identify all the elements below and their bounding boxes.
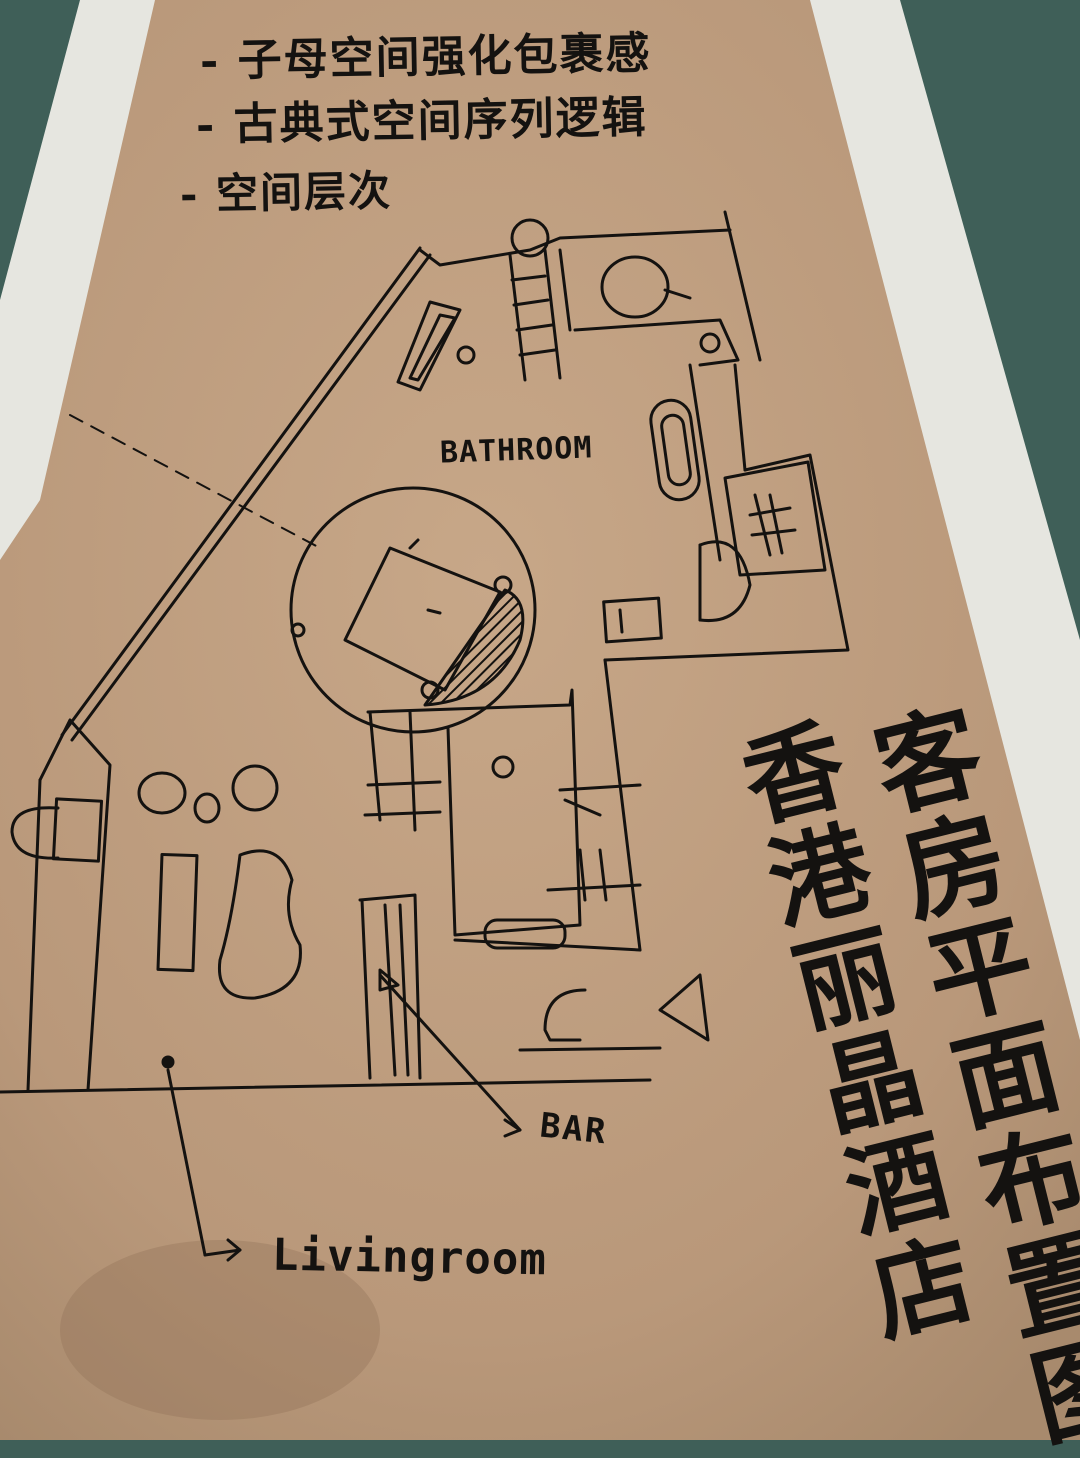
design-note-1: - 子母空间强化包裹感 bbox=[199, 28, 652, 87]
design-note-3: - 空间层次 bbox=[179, 166, 393, 219]
room-label-bathroom: BATHROOM bbox=[439, 430, 594, 471]
room-label-livingroom: Livingroom bbox=[271, 1229, 548, 1286]
room-label-bar: BAR bbox=[538, 1105, 610, 1153]
design-note-2: - 古典式空间序列逻辑 bbox=[195, 92, 648, 151]
